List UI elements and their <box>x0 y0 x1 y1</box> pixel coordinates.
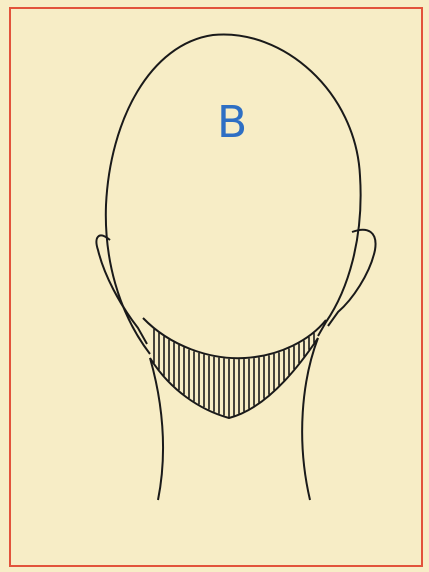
red-frame-border <box>9 7 423 567</box>
